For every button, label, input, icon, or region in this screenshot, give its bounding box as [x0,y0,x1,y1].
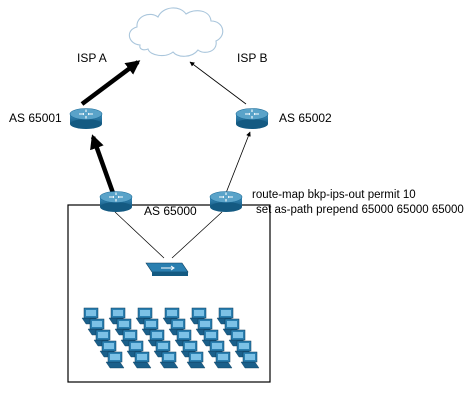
link-local-r2-to-switch [171,211,223,259]
workstation [186,351,206,369]
route-map-line-2: set as-path prepend 65000 65000 65000 [256,204,464,216]
label-isp-a: ISP A [77,51,107,65]
link-local-r1-to-switch [114,211,165,259]
switch [145,262,189,276]
link-r2-to-isp-b [189,61,247,105]
label-isp-b: ISP B [237,51,267,65]
workstation-cluster [81,307,260,369]
link-r1-to-isp-a [80,60,141,106]
label-as-65001: AS 65001 [9,111,62,125]
link-local-r1-to-r1 [90,134,116,194]
label-as-65002: AS 65002 [279,111,332,125]
workstation [240,351,260,369]
router-as-65001 [69,107,103,130]
workstation [159,351,179,369]
route-map-line-1: route-map bkp-ips-out permit 10 [252,189,416,201]
link-local-r2-to-r2 [225,131,251,194]
router-local-left [99,190,133,213]
workstation [213,351,233,369]
workstation [105,351,125,369]
workstation [132,351,152,369]
internet-cloud [128,7,224,57]
router-local-right [209,190,243,213]
router-as-65002 [235,107,269,130]
label-as-65000: AS 65000 [144,204,197,218]
as-65000-boundary [67,204,271,383]
